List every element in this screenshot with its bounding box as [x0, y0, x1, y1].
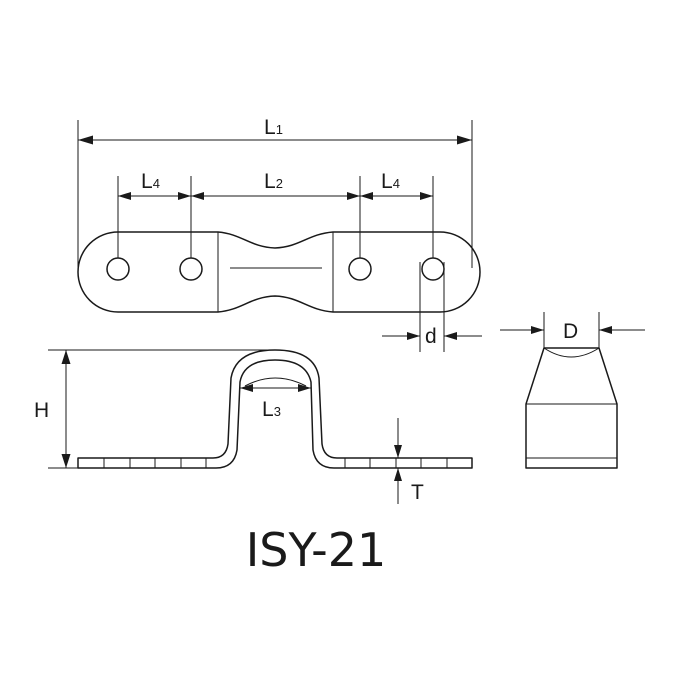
- label-T: T: [411, 481, 424, 504]
- label-L2: L2: [264, 170, 283, 193]
- top-view: [77, 231, 481, 313]
- dimension-T: T: [374, 418, 424, 504]
- label-d: d: [425, 325, 437, 348]
- hole-3: [348, 257, 372, 281]
- dimension-D: D: [500, 312, 645, 348]
- top-view-outline: [77, 231, 481, 313]
- dimension-L3: L3: [240, 384, 311, 421]
- label-L1: L1: [264, 116, 283, 139]
- label-L4-left: L4: [141, 170, 160, 193]
- dimension-L4-left: L4: [117, 170, 192, 258]
- dimension-L4-right: L4: [360, 170, 434, 258]
- label-L3: L3: [262, 398, 281, 421]
- dimension-H: H: [34, 349, 272, 469]
- dimension-L1: L1: [77, 116, 473, 268]
- hole-1: [106, 257, 130, 281]
- side-view: [525, 347, 618, 469]
- model-title: ISY-21: [246, 523, 387, 577]
- label-H: H: [34, 399, 49, 422]
- label-D: D: [563, 320, 578, 343]
- hole-2: [179, 257, 203, 281]
- dimension-d: d: [382, 262, 482, 352]
- front-view: [77, 349, 473, 469]
- dimension-L2: L2: [191, 170, 361, 258]
- hole-4: [421, 257, 445, 281]
- side-view-outline: [525, 347, 618, 469]
- label-L4-right: L4: [381, 170, 400, 193]
- front-view-outline: [77, 349, 473, 469]
